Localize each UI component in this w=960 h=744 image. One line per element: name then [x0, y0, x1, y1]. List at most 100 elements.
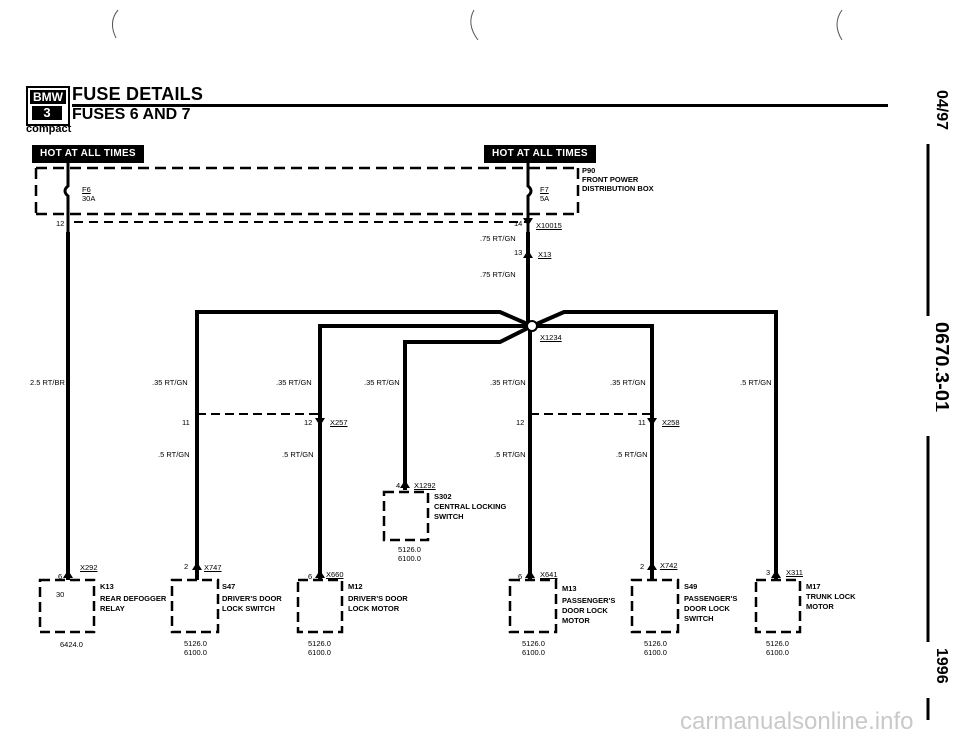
splice-wire-6 — [531, 310, 778, 580]
wire-label-35-1: .35 RT/GN — [152, 378, 188, 387]
s47-ref1: 5126.0 — [184, 639, 207, 648]
side-mask-2 — [922, 316, 936, 436]
connector-x258: X258 — [662, 418, 680, 427]
wire-label-5-2: .5 RT/GN — [282, 450, 314, 459]
page-subtitle: FUSES 6 AND 7 — [72, 106, 191, 123]
s49-ref1: 5126.0 — [644, 639, 667, 648]
watermark: carmanualsonline.info — [680, 708, 914, 735]
s47-ref2: 6100.0 — [184, 648, 207, 657]
connector-x747: X747 — [204, 563, 222, 572]
m13-line1: PASSENGER'S — [562, 596, 616, 605]
s302-ref2: 6100.0 — [398, 554, 421, 563]
fuse-f6-name: F6 — [82, 185, 91, 194]
s47-box — [170, 578, 220, 634]
bmw-logo: BMW 3 — [26, 86, 70, 126]
connector-x10015: X10015 — [536, 221, 562, 230]
m13-line3: MOTOR — [562, 616, 590, 625]
m17-ref2: 6100.0 — [766, 648, 789, 657]
pin-12-f6: 12 — [56, 219, 65, 228]
fuse-box-code: P90 — [582, 166, 596, 175]
wire-label-25: 2.5 RT/BR — [30, 378, 65, 387]
s302-box — [382, 490, 430, 542]
x747-arrow — [192, 562, 202, 570]
m12-ref1: 5126.0 — [308, 639, 331, 648]
splice-x1234 — [526, 320, 538, 332]
splice-wire-1 — [195, 310, 533, 580]
m12-box — [296, 578, 344, 634]
logo-subtitle: compact — [26, 123, 72, 135]
s302-line1: CENTRAL LOCKING — [434, 502, 507, 511]
pin-13: 13 — [514, 248, 523, 257]
k13-code: K13 — [100, 582, 114, 591]
s49-ref2: 6100.0 — [644, 648, 667, 657]
m17-line1: TRUNK LOCK — [806, 592, 856, 601]
fuse-box-outline — [34, 166, 580, 216]
s302-code: S302 — [434, 492, 452, 501]
pin-11-x257: 11 — [182, 418, 190, 427]
m13-code: M13 — [562, 584, 577, 593]
pin-6-x292: 6 — [58, 572, 63, 581]
fuse-box-line2: DISTRIBUTION BOX — [582, 184, 654, 193]
x257-arrow — [315, 418, 325, 426]
x641-arrow — [525, 570, 535, 578]
fuse-f7-symbol — [526, 160, 533, 232]
page-title: FUSE DETAILS — [72, 84, 204, 104]
m17-ref1: 5126.0 — [766, 639, 789, 648]
s49-line1: PASSENGER'S — [684, 594, 738, 603]
pin-6-x641: 6 — [518, 572, 523, 581]
x292-arrow — [63, 570, 73, 578]
wire-label-35-3: .35 RT/GN — [364, 378, 400, 387]
s47-code: S47 — [222, 582, 236, 591]
fuse-f7-rating: 5A — [540, 194, 550, 203]
s302-ref1: 5126.0 — [398, 545, 421, 554]
splice-wire-3 — [403, 324, 533, 490]
m12-ref2: 6100.0 — [308, 648, 331, 657]
k13-line1: REAR DEFOGGER — [100, 594, 167, 603]
x13-arrow — [523, 250, 533, 258]
wire-label-35-5: .35 RT/GN — [610, 378, 646, 387]
pin-2-x742: 2 — [640, 562, 645, 571]
s49-line2: DOOR LOCK — [684, 604, 730, 613]
header-rule — [72, 104, 888, 107]
pin-11-x258: 11 — [638, 418, 646, 427]
connector-x311: X311 — [786, 568, 803, 577]
x258-arrow — [647, 418, 657, 426]
x660-arrow — [315, 570, 325, 578]
x10015-arrow — [523, 218, 533, 226]
m12-code: M12 — [348, 582, 363, 591]
wire-label-5: .5 RT/GN — [740, 378, 772, 387]
x1292-arrow — [400, 480, 410, 488]
fuse-f6-rating: 30A — [82, 194, 96, 203]
logo-series: 3 — [32, 106, 62, 120]
hot-label-left: HOT AT ALL TIMES — [32, 145, 144, 163]
s49-code: S49 — [684, 582, 698, 591]
m13-box — [508, 578, 558, 634]
wire-label-75-2: .75 RT/GN — [480, 270, 516, 279]
pin-30-k13: 30 — [56, 590, 65, 599]
connector-x13: X13 — [538, 250, 552, 259]
pin-3-x311: 3 — [766, 568, 771, 577]
m13-line2: DOOR LOCK — [562, 606, 608, 615]
side-mask-3 — [922, 642, 936, 698]
s47-line1: DRIVER'S DOOR — [222, 594, 282, 603]
side-mask-1 — [922, 84, 936, 144]
wire-label-5-3: .5 RT/GN — [494, 450, 526, 459]
m17-line2: MOTOR — [806, 602, 834, 611]
pin-4-x1292: 4 — [396, 481, 401, 490]
m13-ref2: 6100.0 — [522, 648, 545, 657]
x742-arrow — [647, 562, 657, 570]
s49-line3: SWITCH — [684, 614, 714, 623]
k13-box — [38, 578, 96, 634]
logo-brand: BMW — [30, 90, 66, 104]
m12-line1: DRIVER'S DOOR — [348, 594, 408, 603]
pin-14-f7: 14 — [514, 219, 523, 228]
splice-wire-5 — [532, 324, 654, 580]
fuse-f7-name: F7 — [540, 185, 549, 194]
wire-label-5-4: .5 RT/GN — [616, 450, 648, 459]
wire-label-35-2: .35 RT/GN — [276, 378, 312, 387]
fuse-box-line1: FRONT POWER — [582, 175, 639, 184]
pin-12-x258: 12 — [516, 418, 525, 427]
s49-box — [630, 578, 680, 634]
connector-x1292: X1292 — [414, 481, 436, 490]
wire-label-5-1: .5 RT/GN — [158, 450, 190, 459]
